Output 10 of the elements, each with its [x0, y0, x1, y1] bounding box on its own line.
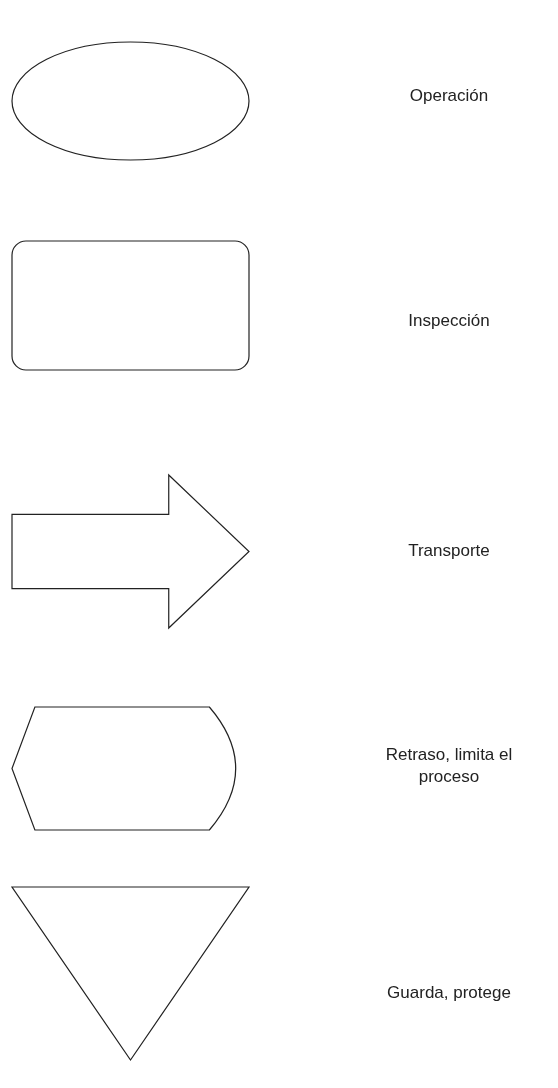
symbol-caption: Transporte — [407, 540, 491, 562]
symbol-caption: Inspección — [407, 310, 491, 332]
symbol-caption: Operación — [408, 85, 490, 107]
delay-shape — [11, 706, 237, 831]
box-shape — [11, 240, 250, 371]
ellipse-shape — [11, 41, 250, 161]
symbol-caption: Retraso, limita el proceso — [384, 744, 514, 788]
triangle-shape — [10, 886, 251, 1062]
arrow-shape — [11, 473, 250, 630]
symbol-caption: Guarda, protege — [386, 982, 512, 1004]
